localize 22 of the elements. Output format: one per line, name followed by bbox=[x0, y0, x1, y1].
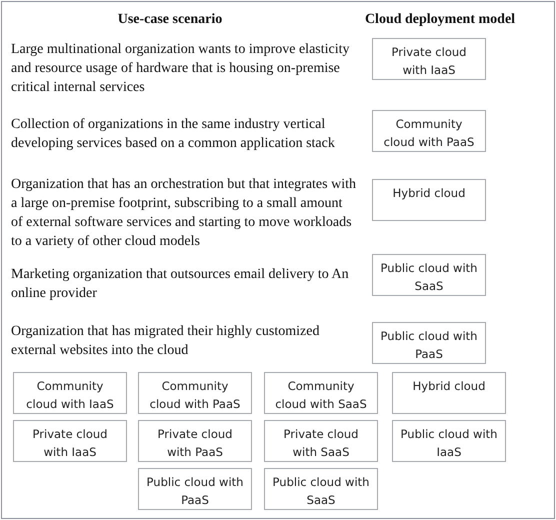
answer-box: Community cloud with PaaS bbox=[372, 110, 486, 152]
option-box: Hybrid cloud bbox=[392, 372, 506, 414]
option-box: Private cloud with IaaS bbox=[13, 420, 127, 462]
scenario-text: Organization that has migrated their highly customized external websites into the cloud bbox=[11, 323, 320, 360]
scenario-text: Large multinational organization wants to improve elasticity and resource usage of hardware that is housing on-premise critical internal services bbox=[11, 41, 351, 97]
option-box: Private cloud with SaaS bbox=[264, 420, 378, 462]
option-box: Public cloud with IaaS bbox=[392, 420, 506, 462]
answer-box: Public cloud with PaaS bbox=[372, 322, 486, 364]
answer-box: Hybrid cloud bbox=[372, 179, 486, 221]
answer-box: Private cloud with IaaS bbox=[372, 38, 486, 80]
option-box: Community cloud with PaaS bbox=[138, 372, 252, 414]
answer-box: Public cloud with SaaS bbox=[372, 254, 486, 296]
option-box: Community cloud with IaaS bbox=[13, 372, 127, 414]
option-box: Private cloud with PaaS bbox=[138, 420, 252, 462]
option-box: Community cloud with SaaS bbox=[264, 372, 378, 414]
scenario-text: Marketing organization that outsources email delivery to An online provider bbox=[11, 266, 350, 303]
scenario-text: Collection of organizations in the same industry vertical developing services based on a common application stack bbox=[11, 116, 336, 153]
column-heading: Use-case scenario bbox=[116, 11, 224, 29]
column-heading: Cloud deployment model bbox=[364, 11, 516, 29]
option-box: Public cloud with SaaS bbox=[264, 468, 378, 510]
scenario-text: Organization that has an orchestration but that integrates with a large on-premise footprint, subscribing to a small amount of external software services and starting to move workloads to a variety of other cloud models bbox=[11, 176, 356, 251]
option-box: Public cloud with PaaS bbox=[138, 468, 252, 510]
